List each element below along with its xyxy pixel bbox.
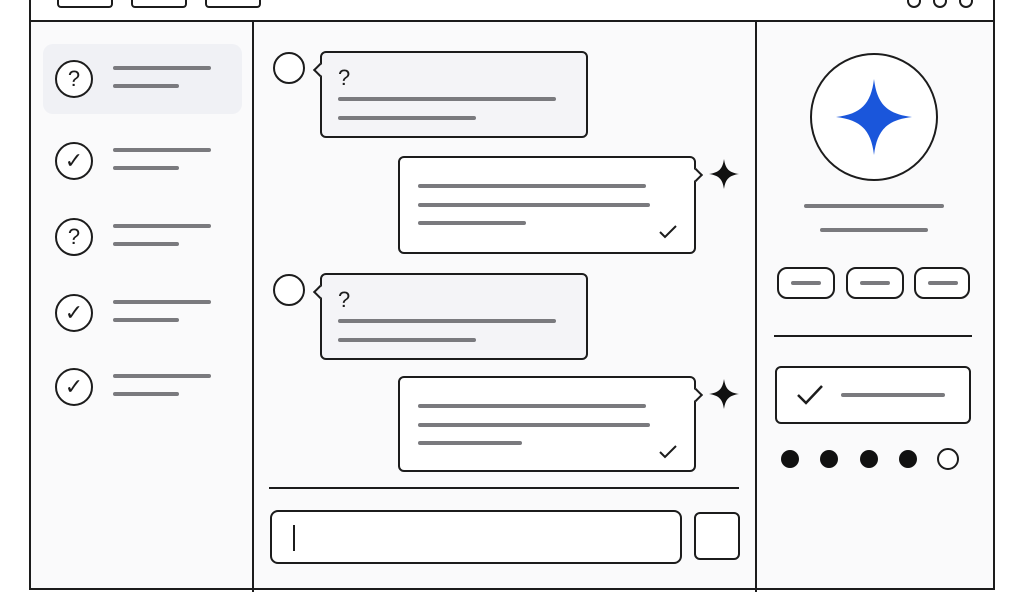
step-dot-complete <box>860 450 878 468</box>
title-line <box>113 224 211 228</box>
assistant-message-bubble <box>398 156 704 254</box>
title-line <box>113 300 211 304</box>
check-icon: ✓ <box>55 368 93 406</box>
sidebar-item-conversation[interactable]: ? <box>43 202 242 272</box>
check-icon: ✓ <box>55 294 93 332</box>
message-line <box>338 338 476 342</box>
subtitle-line <box>113 242 179 246</box>
step-dot-complete <box>781 450 799 468</box>
sidebar-divider <box>252 20 254 592</box>
step-dot-complete <box>899 450 917 468</box>
step-dot-complete <box>820 450 838 468</box>
message-line <box>338 97 556 101</box>
user-avatar <box>273 274 305 306</box>
top-tab[interactable] <box>205 0 261 8</box>
completed-task-card[interactable] <box>775 366 971 424</box>
message-line <box>418 203 650 207</box>
question-icon: ? <box>55 218 93 256</box>
question-glyph: ? <box>67 66 81 91</box>
assistant-subtitle-line <box>820 228 928 232</box>
user-message-bubble: ? <box>312 51 588 138</box>
sidebar-item-conversation[interactable]: ✓ <box>43 126 242 196</box>
bubble-tail <box>688 387 704 403</box>
message-line <box>338 116 476 120</box>
subtitle-line <box>113 84 179 88</box>
top-tab[interactable] <box>57 0 113 8</box>
pill-line <box>860 281 890 285</box>
message-line <box>418 221 526 225</box>
top-tab[interactable] <box>131 0 187 8</box>
user-message-bubble: ? <box>312 273 588 360</box>
check-icon <box>659 225 677 239</box>
window-control-dot[interactable] <box>933 0 947 8</box>
bubble-tail <box>688 167 704 183</box>
check-glyph: ✓ <box>64 148 84 173</box>
sparkle-icon <box>836 79 912 155</box>
assistant-message-bubble <box>398 376 704 472</box>
bubble-tail <box>312 284 328 300</box>
message-line <box>338 319 556 323</box>
action-pill[interactable] <box>777 267 835 299</box>
message-input[interactable] <box>270 510 682 564</box>
sparkle-icon <box>709 159 739 189</box>
sidebar-item-conversation[interactable]: ? <box>43 44 242 114</box>
assistant-name-line <box>804 204 944 208</box>
window-control-dot[interactable] <box>907 0 921 8</box>
pill-line <box>928 281 958 285</box>
message-line <box>418 404 646 408</box>
text-caret <box>293 525 295 551</box>
sidebar-item-conversation[interactable]: ✓ <box>43 278 242 348</box>
top-bar <box>31 0 993 22</box>
check-glyph: ✓ <box>64 374 84 399</box>
question-glyph: ? <box>338 65 351 90</box>
app-window: ? ✓ ? ✓ ✓ ? <box>29 0 995 592</box>
check-icon <box>659 445 677 459</box>
title-line <box>113 66 211 70</box>
subtitle-line <box>113 392 179 396</box>
user-avatar <box>273 52 305 84</box>
question-glyph: ? <box>338 287 351 312</box>
title-line <box>113 374 211 378</box>
title-line <box>113 148 211 152</box>
action-pill[interactable] <box>914 267 970 299</box>
question-glyph: ? <box>67 224 81 249</box>
pill-line <box>791 281 821 285</box>
check-glyph: ✓ <box>64 300 84 325</box>
panel-divider-line <box>774 335 972 337</box>
message-line <box>418 423 650 427</box>
sidebar-item-conversation[interactable]: ✓ <box>43 352 242 422</box>
assistant-avatar <box>810 53 938 181</box>
bubble-tail <box>312 62 328 78</box>
panel-divider <box>755 20 757 592</box>
message-line <box>418 441 522 445</box>
message-line <box>418 184 646 188</box>
question-icon: ? <box>55 60 93 98</box>
composer-divider <box>269 487 739 489</box>
subtitle-line <box>113 318 179 322</box>
check-icon: ✓ <box>55 142 93 180</box>
check-icon <box>797 385 823 405</box>
action-pill[interactable] <box>846 267 904 299</box>
send-button[interactable] <box>694 512 740 560</box>
step-dot-pending <box>937 448 959 470</box>
task-line <box>841 393 945 397</box>
window-control-dot[interactable] <box>959 0 973 8</box>
subtitle-line <box>113 166 179 170</box>
sparkle-icon <box>709 379 739 409</box>
